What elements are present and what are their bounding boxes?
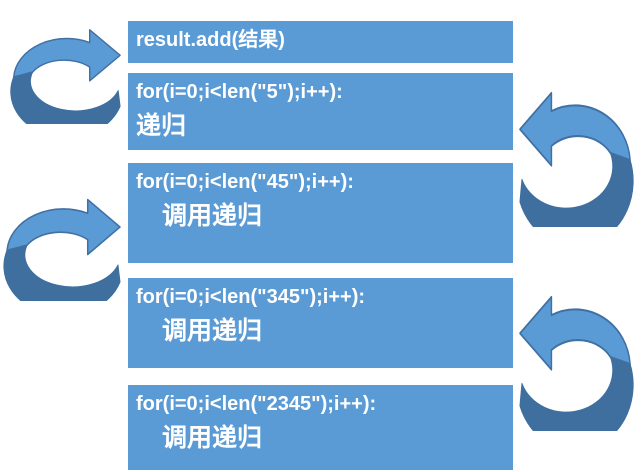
call-recursion-label: 调用递归: [162, 202, 263, 230]
code-box-len-345: for(i=0;i<len("345");i++): 调用递归: [128, 278, 513, 368]
code-line: for(i=0;i<len("345");i++):: [136, 286, 366, 308]
code-line: result.add(结果): [136, 29, 285, 51]
loop-arrow-left-icon: [519, 295, 634, 431]
loop-arrow-left-icon: [519, 91, 634, 227]
code-line: for(i=0;i<len("45");i++):: [136, 171, 354, 193]
call-recursion-label: 调用递归: [162, 317, 263, 345]
code-box-len-5: for(i=0;i<len("5");i++): 递归: [128, 73, 513, 150]
recursion-label: 递归: [136, 112, 187, 140]
code-box-len-2345: for(i=0;i<len("2345");i++): 调用递归: [128, 385, 513, 470]
code-box-result-add: result.add(结果): [128, 21, 513, 63]
code-line: for(i=0;i<len("2345");i++):: [136, 393, 377, 415]
loop-arrow-right-icon: [3, 198, 121, 301]
code-box-len-45: for(i=0;i<len("45");i++): 调用递归: [128, 163, 513, 263]
call-recursion-label: 调用递归: [162, 424, 263, 452]
code-line: for(i=0;i<len("5");i++):: [136, 81, 343, 103]
loop-arrow-right-icon: [10, 29, 121, 124]
